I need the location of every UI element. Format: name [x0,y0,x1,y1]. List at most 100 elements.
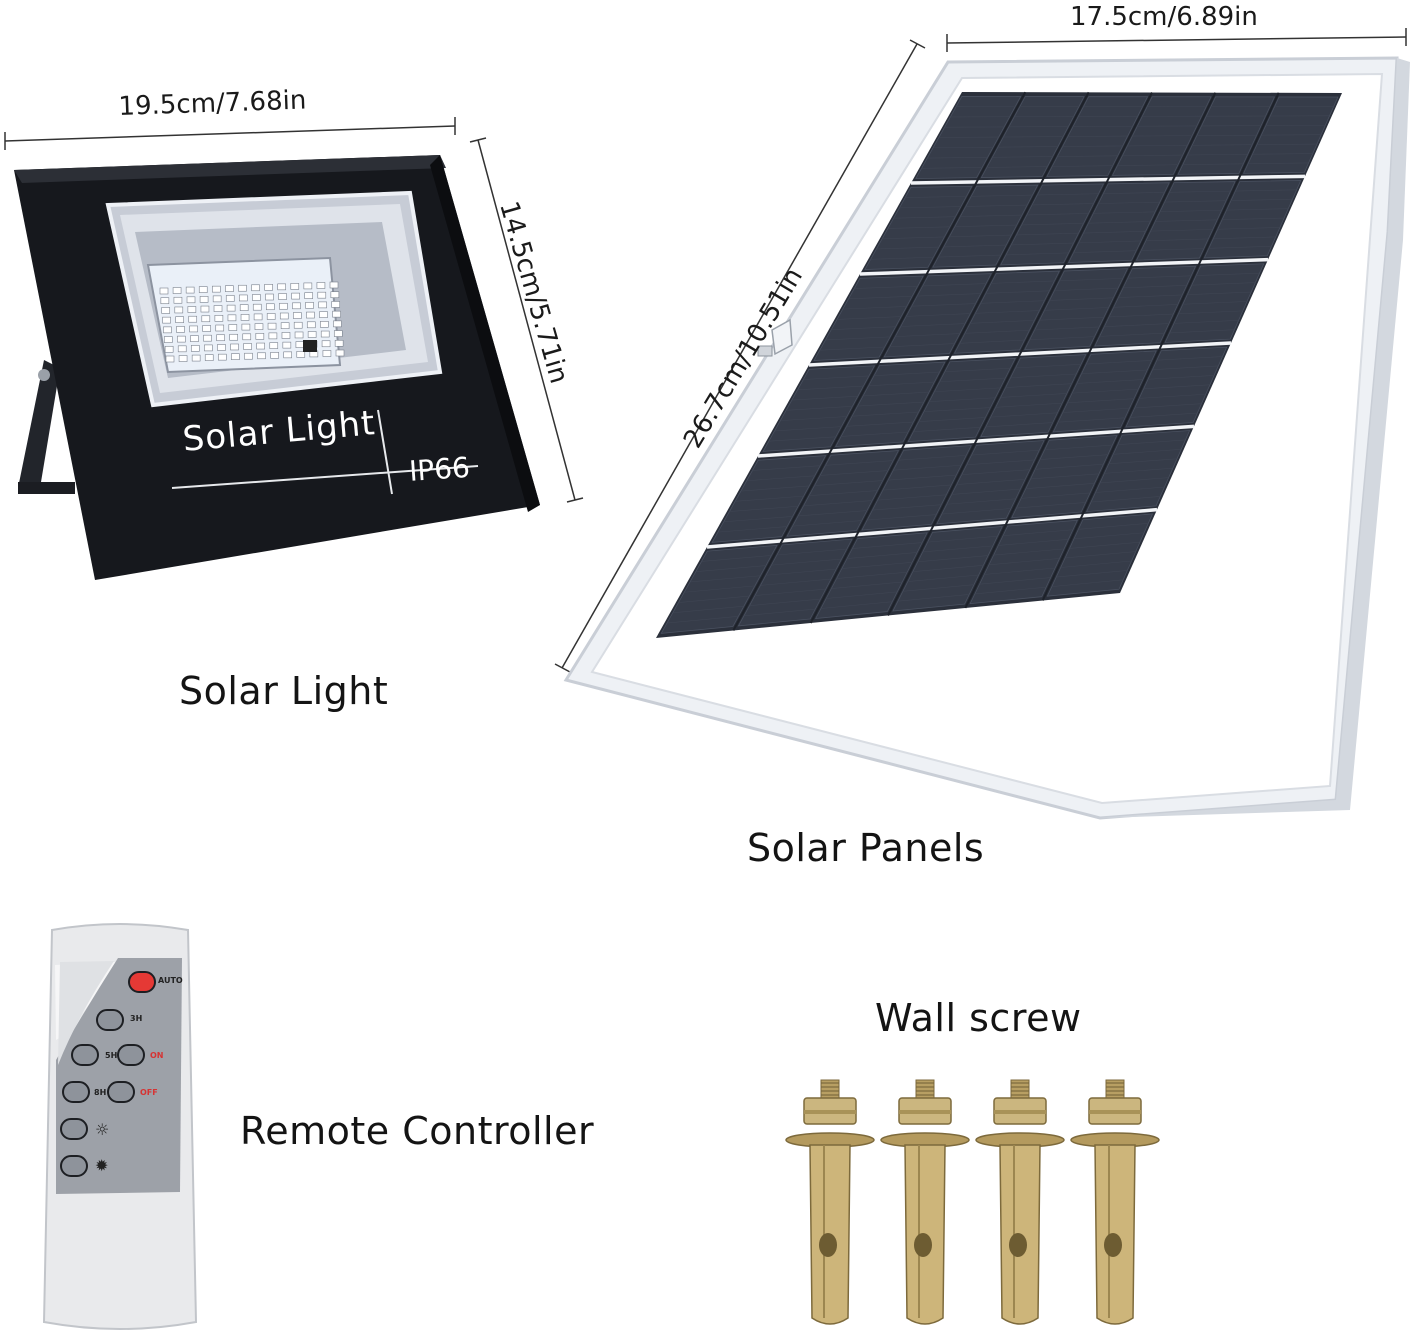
led [201,315,211,323]
solar-light-label: Solar Light [179,669,389,713]
led [229,333,238,341]
remote-button[interactable] [117,1044,145,1066]
led [212,295,222,303]
led [230,343,239,351]
led [185,286,195,294]
led [200,305,210,313]
led [255,333,265,340]
solar-panels-label: Solar Panels [747,826,985,870]
led [163,336,173,343]
led [281,332,291,339]
remote-button[interactable] [96,1009,124,1031]
panel-width-dimension-line [946,28,1407,52]
led [216,334,225,342]
led [178,355,188,362]
remote-8h-label: 8H [94,1088,107,1097]
led [329,281,339,289]
led [304,292,314,299]
panel-height-dimension-line [554,39,926,673]
led [331,301,341,308]
led [231,353,240,360]
led [306,321,316,329]
remote-button[interactable] [107,1081,135,1103]
led [240,314,250,321]
remote-off-label: OFF [140,1088,158,1097]
panel-connector [757,318,793,357]
led [173,296,183,304]
led [294,331,304,339]
light-sensor [303,340,317,352]
led [266,313,276,320]
led-array [159,281,345,363]
led [332,310,341,318]
led [161,307,171,314]
led [279,312,289,320]
led [318,301,327,309]
led [333,320,342,328]
remote-button[interactable] [60,1118,88,1140]
remote-controller-label: Remote Controller [240,1109,595,1153]
remote-auto-label: AUTO [158,976,183,985]
led [176,326,185,333]
light-height-dimension-line [469,137,584,503]
led [160,297,170,305]
led [203,334,212,342]
panel-gap [732,91,1027,631]
led [316,282,326,289]
led [296,351,306,358]
led [268,332,278,340]
led [303,282,313,290]
led [252,303,262,311]
panel-gap [964,92,1217,609]
led [227,314,237,322]
led [257,352,266,360]
led [162,316,171,324]
led [335,349,345,357]
led [226,304,236,312]
led [172,287,182,294]
remote-button[interactable] [60,1155,88,1177]
led [266,303,275,311]
led [320,330,330,338]
remote-button[interactable] [128,971,156,993]
remote-button[interactable] [62,1081,90,1103]
led [319,311,328,318]
led [252,294,261,301]
led [177,335,186,343]
led [159,287,169,295]
light-stand [18,360,75,494]
led [293,321,303,329]
led [267,322,277,330]
led [198,286,208,293]
panel-width-dimension: 17.5cm/6.89in [1070,2,1258,32]
sun-dim-icon: ☼ [95,1120,110,1139]
led [321,340,331,348]
remote-on-label: ON [150,1051,164,1060]
led [292,302,301,310]
led [189,325,198,333]
led [215,324,225,332]
wall-screw-label: Wall screw [875,996,1082,1040]
led [251,284,260,292]
remote-5h-label: 5H [105,1051,118,1060]
led [186,296,196,304]
led [225,285,234,292]
led [320,321,329,328]
led [175,316,184,323]
led [278,293,287,300]
led [269,342,279,349]
led [188,315,198,323]
led [177,345,187,353]
remote-button[interactable] [71,1044,99,1066]
sun-bright-icon: ✹ [95,1156,109,1175]
led [256,342,265,350]
solar-light-body [14,155,540,580]
panel-gap [1041,92,1280,601]
led [317,291,327,299]
led [242,333,252,341]
led [306,311,315,319]
led [330,291,340,299]
led [163,326,172,334]
led [204,344,213,352]
